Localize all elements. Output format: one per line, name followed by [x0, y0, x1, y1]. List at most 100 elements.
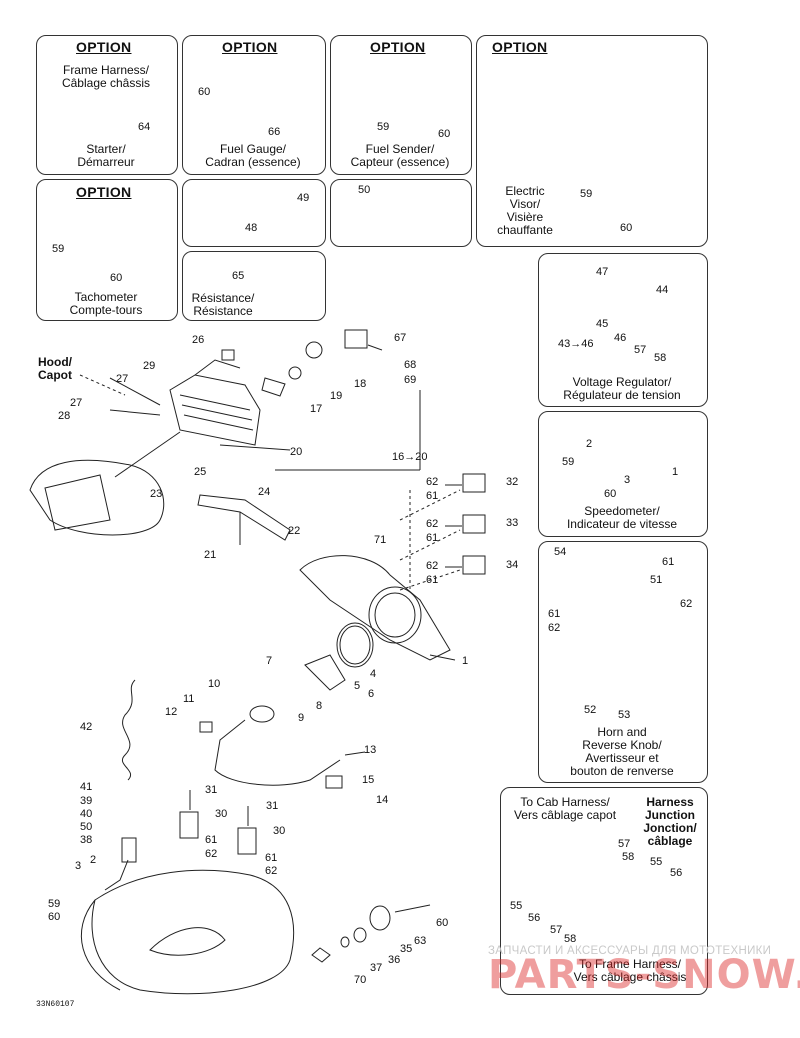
starter-harness-line1: Frame Harness/ [62, 63, 150, 77]
part-number: 61 [426, 574, 439, 586]
part-number: 56 [528, 912, 541, 924]
hood-label2: Capot [38, 368, 72, 382]
hood-label1: Hood/ [38, 355, 72, 369]
box-horn-reverse-knob [538, 541, 708, 783]
speedometer-label1: Speedometer/ [584, 504, 660, 518]
part-number: 59 [52, 243, 65, 255]
part-number: 61 [662, 556, 675, 568]
starter-label2: Démarreur [77, 155, 135, 169]
part-number: 57 [634, 344, 647, 356]
option-heading: OPTION [222, 39, 278, 55]
option-heading: OPTION [370, 39, 426, 55]
part-number: 60 [620, 222, 633, 234]
part-number: 59 [48, 898, 61, 910]
part-number: 60 [110, 272, 123, 284]
visor-label1: Electric [505, 184, 545, 198]
part-number: 40 [80, 808, 93, 820]
part-number: 35 [400, 943, 413, 955]
part-number: 11 [183, 693, 195, 705]
part-number: 1 [462, 655, 469, 667]
option-box-fuel-sender [330, 35, 472, 175]
part-number: 34 [506, 559, 519, 571]
part-number: 16→20 [392, 451, 428, 463]
part-number: 60 [438, 128, 451, 140]
part-number: 29 [143, 360, 156, 372]
part-number: 60 [604, 488, 617, 500]
part-number: 62 [426, 476, 439, 488]
part-number: 70 [354, 974, 367, 986]
box-cable-ties [182, 179, 326, 247]
box-connector [330, 179, 472, 247]
part-number: 10 [208, 678, 221, 690]
junction-title3: Jonction/ [643, 821, 697, 835]
tachometer-label1: Tachometer [74, 290, 138, 304]
starter-label1: Starter/ [86, 142, 126, 156]
part-number: 24 [258, 486, 271, 498]
box-harness-junction [500, 787, 708, 995]
part-number: 3 [75, 860, 82, 872]
part-number: 71 [374, 534, 387, 546]
figure-code: 33N60107 [36, 1000, 75, 1009]
horn-label1: Horn and [597, 725, 647, 739]
option-heading: OPTION [76, 184, 132, 200]
part-number: 12 [165, 706, 178, 718]
part-number: 13 [364, 744, 377, 756]
junction-title1: Harness [646, 795, 694, 809]
part-number: 31 [266, 800, 279, 812]
option-box-fuel-gauge [182, 35, 326, 175]
part-number: 49 [297, 192, 310, 204]
part-number: 62 [426, 560, 439, 572]
part-number: 42 [80, 721, 93, 733]
part-number: 66 [268, 126, 281, 138]
part-number: 14 [376, 794, 389, 806]
part-number: 56 [670, 867, 683, 879]
part-number: 50 [358, 184, 371, 196]
part-number: 60 [198, 86, 211, 98]
watermark-tagline: ЗАПЧАСТИ И АКСЕССУАРЫ ДЛЯ МОТОТЕХНИКИ [488, 945, 772, 957]
junction-to-cab1: To Cab Harness/ [520, 795, 610, 809]
box-resistance [182, 251, 326, 321]
part-number: 58 [654, 352, 667, 364]
resistance-label1: Résistance/ [191, 291, 255, 305]
part-number: 20 [290, 446, 303, 458]
resistance-label2: Résistance [193, 304, 253, 318]
part-number: 60 [48, 911, 61, 923]
junction-to-cab2: Vers câblage capot [513, 808, 617, 822]
option-heading: OPTION [492, 39, 548, 55]
part-number: 59 [562, 456, 575, 468]
fuel-gauge-label1: Fuel Gauge/ [219, 142, 287, 156]
part-number: 23 [150, 488, 163, 500]
option-heading: OPTION [76, 39, 132, 55]
watermark-logo: PARTS-SNOW.RU [488, 952, 800, 998]
part-number: 43→46 [558, 338, 594, 350]
part-number: 48 [245, 222, 258, 234]
part-number: 2 [586, 438, 593, 450]
starter-harness-line2: Câblage châssis [61, 76, 151, 90]
part-number: 37 [370, 962, 383, 974]
part-number: 54 [554, 546, 567, 558]
regulator-label2: Régulateur de tension [563, 388, 681, 402]
part-number: 68 [404, 359, 417, 371]
part-number: 41 [80, 781, 93, 793]
part-number: 69 [404, 374, 417, 386]
visor-label2: Visor/ [509, 197, 541, 211]
part-number: 22 [288, 525, 301, 537]
option-box-electric-visor [476, 35, 708, 247]
part-number: 65 [232, 270, 245, 282]
tachometer-label2: Compte-tours [69, 303, 143, 317]
part-number: 51 [650, 574, 663, 586]
part-number: 61 [426, 532, 439, 544]
horn-label3: Avertisseur et [585, 751, 659, 765]
part-number: 59 [377, 121, 390, 133]
part-number: 47 [596, 266, 609, 278]
part-number: 62 [265, 865, 278, 877]
fuel-sender-label1: Fuel Sender/ [365, 142, 435, 156]
speedometer-label2: Indicateur de vitesse [566, 517, 678, 531]
part-number: 61 [205, 834, 218, 846]
part-number: 6 [368, 688, 375, 700]
part-number: 3 [624, 474, 631, 486]
part-number: 45 [596, 318, 609, 330]
part-number: 63 [414, 935, 427, 947]
junction-to-frame1: To Frame Harness/ [578, 957, 682, 971]
junction-to-frame2: Vers câblage châssis [573, 970, 687, 984]
